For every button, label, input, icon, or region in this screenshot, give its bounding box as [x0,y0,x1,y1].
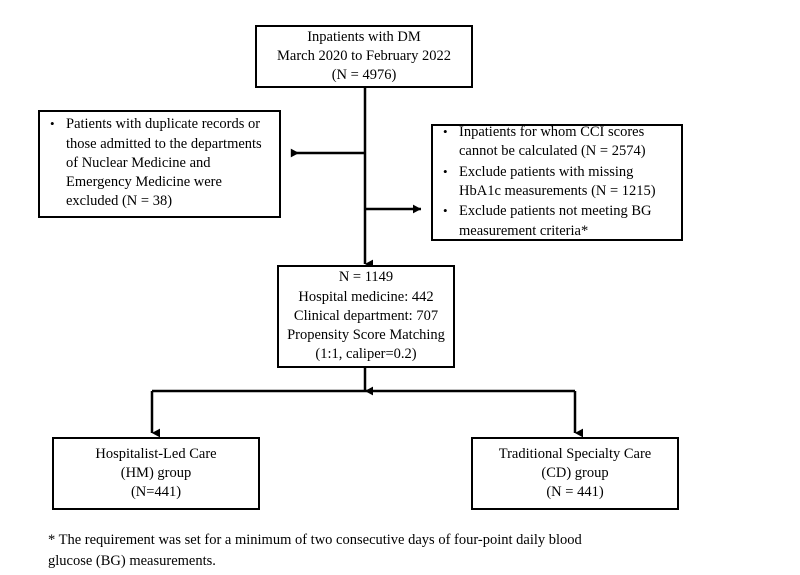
cd-group-line-2: (CD) group [541,464,609,481]
node-source-population: Inpatients with DM March 2020 to Februar… [255,25,473,88]
analysis-cohort-line-4: Propensity Score Matching [287,327,445,344]
right-exclusion-list: • Inpatients for whom CCI scores cannot … [433,123,681,242]
cd-group-line-1: Traditional Specialty Care [498,445,652,462]
source-population-line-3: (N = 4976) [331,67,397,84]
bullet-icon: • [50,116,55,132]
left-exclusion-list: • Patients with duplicate records or tho… [40,115,279,212]
analysis-cohort-line-1: N = 1149 [338,269,394,286]
source-population-line-1: Inpatients with DM [307,28,421,45]
analysis-cohort-line-3: Clinical department: 707 [293,307,439,324]
footnote-text: * The requirement was set for a minimum … [48,532,582,570]
source-population-line-2: March 2020 to February 2022 [277,47,451,64]
bullet-icon: • [443,124,448,140]
right-exclusion-bullet-2: Exclude patients with missing HbA1c meas… [459,163,656,199]
analysis-cohort-line-5: (1:1, caliper=0.2) [315,346,417,363]
list-item: • Exclude patients not meeting BG measur… [443,202,675,241]
bullet-icon: • [443,203,448,219]
node-left-exclusion: • Patients with duplicate records or tho… [38,110,281,218]
node-right-exclusion: • Inpatients for whom CCI scores cannot … [431,124,683,241]
list-item: • Inpatients for whom CCI scores cannot … [443,123,675,162]
hm-group-line-3: (N=441) [130,484,182,501]
list-item: • Exclude patients with missing HbA1c me… [443,163,675,202]
list-item: • Patients with duplicate records or tho… [50,115,273,211]
bullet-icon: • [443,163,448,179]
hm-group-line-2: (HM) group [120,464,192,481]
cd-group-line-3: (N = 441) [546,484,604,501]
left-exclusion-bullet-1: Patients with duplicate records or those… [66,116,262,210]
node-analysis-cohort: N = 1149 Hospital medicine: 442 Clinical… [277,265,455,368]
hm-group-line-1: Hospitalist-Led Care [95,445,217,462]
right-exclusion-bullet-3: Exclude patients not meeting BG measurem… [459,203,652,239]
node-cd-group: Traditional Specialty Care (CD) group (N… [471,437,679,510]
analysis-cohort-line-2: Hospital medicine: 442 [298,288,434,305]
right-exclusion-bullet-1: Inpatients for whom CCI scores cannot be… [459,124,646,160]
node-hm-group: Hospitalist-Led Care (HM) group (N=441) [52,437,260,510]
